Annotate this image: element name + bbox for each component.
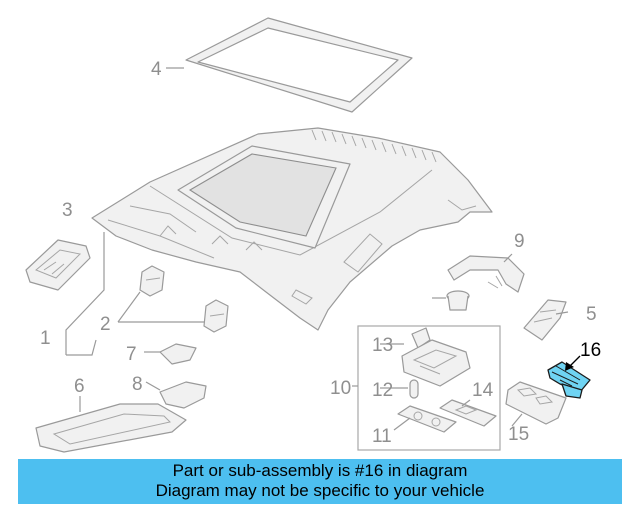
part-9-assist-grip[interactable]	[447, 255, 525, 293]
part-2-clip-lower[interactable]	[203, 299, 229, 333]
part-6-sun-visor[interactable]	[35, 403, 187, 453]
callout-7[interactable]: 7	[126, 344, 137, 365]
callout-15[interactable]: 15	[508, 424, 529, 445]
callout-13[interactable]: 13	[372, 335, 393, 356]
part-12-bulb[interactable]	[409, 379, 419, 399]
headliner-panel[interactable]	[91, 127, 493, 331]
callout-2[interactable]: 2	[100, 314, 111, 335]
callout-3[interactable]: 3	[62, 200, 73, 221]
callout-9[interactable]: 9	[514, 231, 525, 252]
part-2-clip-upper[interactable]	[139, 265, 165, 297]
callout-10[interactable]: 10	[330, 378, 351, 399]
info-banner: Part or sub-assembly is #16 in diagram D…	[18, 459, 622, 504]
callout-12[interactable]: 12	[372, 380, 393, 401]
callout-1[interactable]: 1	[40, 328, 51, 349]
banner-line-2: Diagram may not be specific to your vehi…	[155, 481, 485, 500]
callout-8[interactable]: 8	[132, 374, 143, 395]
part-4-sunroof-seal[interactable]	[185, 17, 413, 113]
part-5-bracket[interactable]	[523, 299, 567, 341]
callout-14[interactable]: 14	[472, 380, 494, 401]
sub-assembly-box-10	[357, 325, 501, 451]
callout-4[interactable]: 4	[151, 59, 162, 80]
part-15-base-plate[interactable]	[505, 381, 567, 425]
part-16-leader	[565, 355, 581, 371]
banner-line-1: Part or sub-assembly is #16 in diagram	[172, 461, 468, 480]
part-16-highlighted[interactable]	[547, 361, 591, 399]
callout-6[interactable]: 6	[74, 376, 85, 397]
callout-11[interactable]: 11	[372, 426, 392, 447]
callout-5[interactable]: 5	[586, 304, 597, 325]
part-8-lamp-lens[interactable]	[159, 381, 207, 409]
callout-16[interactable]: 16	[580, 340, 601, 361]
part-14-switch[interactable]	[439, 399, 497, 427]
part-3-dome-lamp[interactable]	[25, 239, 91, 291]
part-11-lens[interactable]	[397, 405, 457, 433]
part-17-plug[interactable]	[446, 290, 470, 311]
part-13-map-lamp[interactable]	[401, 327, 471, 387]
part-7-coat-hook[interactable]	[159, 343, 197, 365]
leader-lines	[65, 67, 569, 431]
